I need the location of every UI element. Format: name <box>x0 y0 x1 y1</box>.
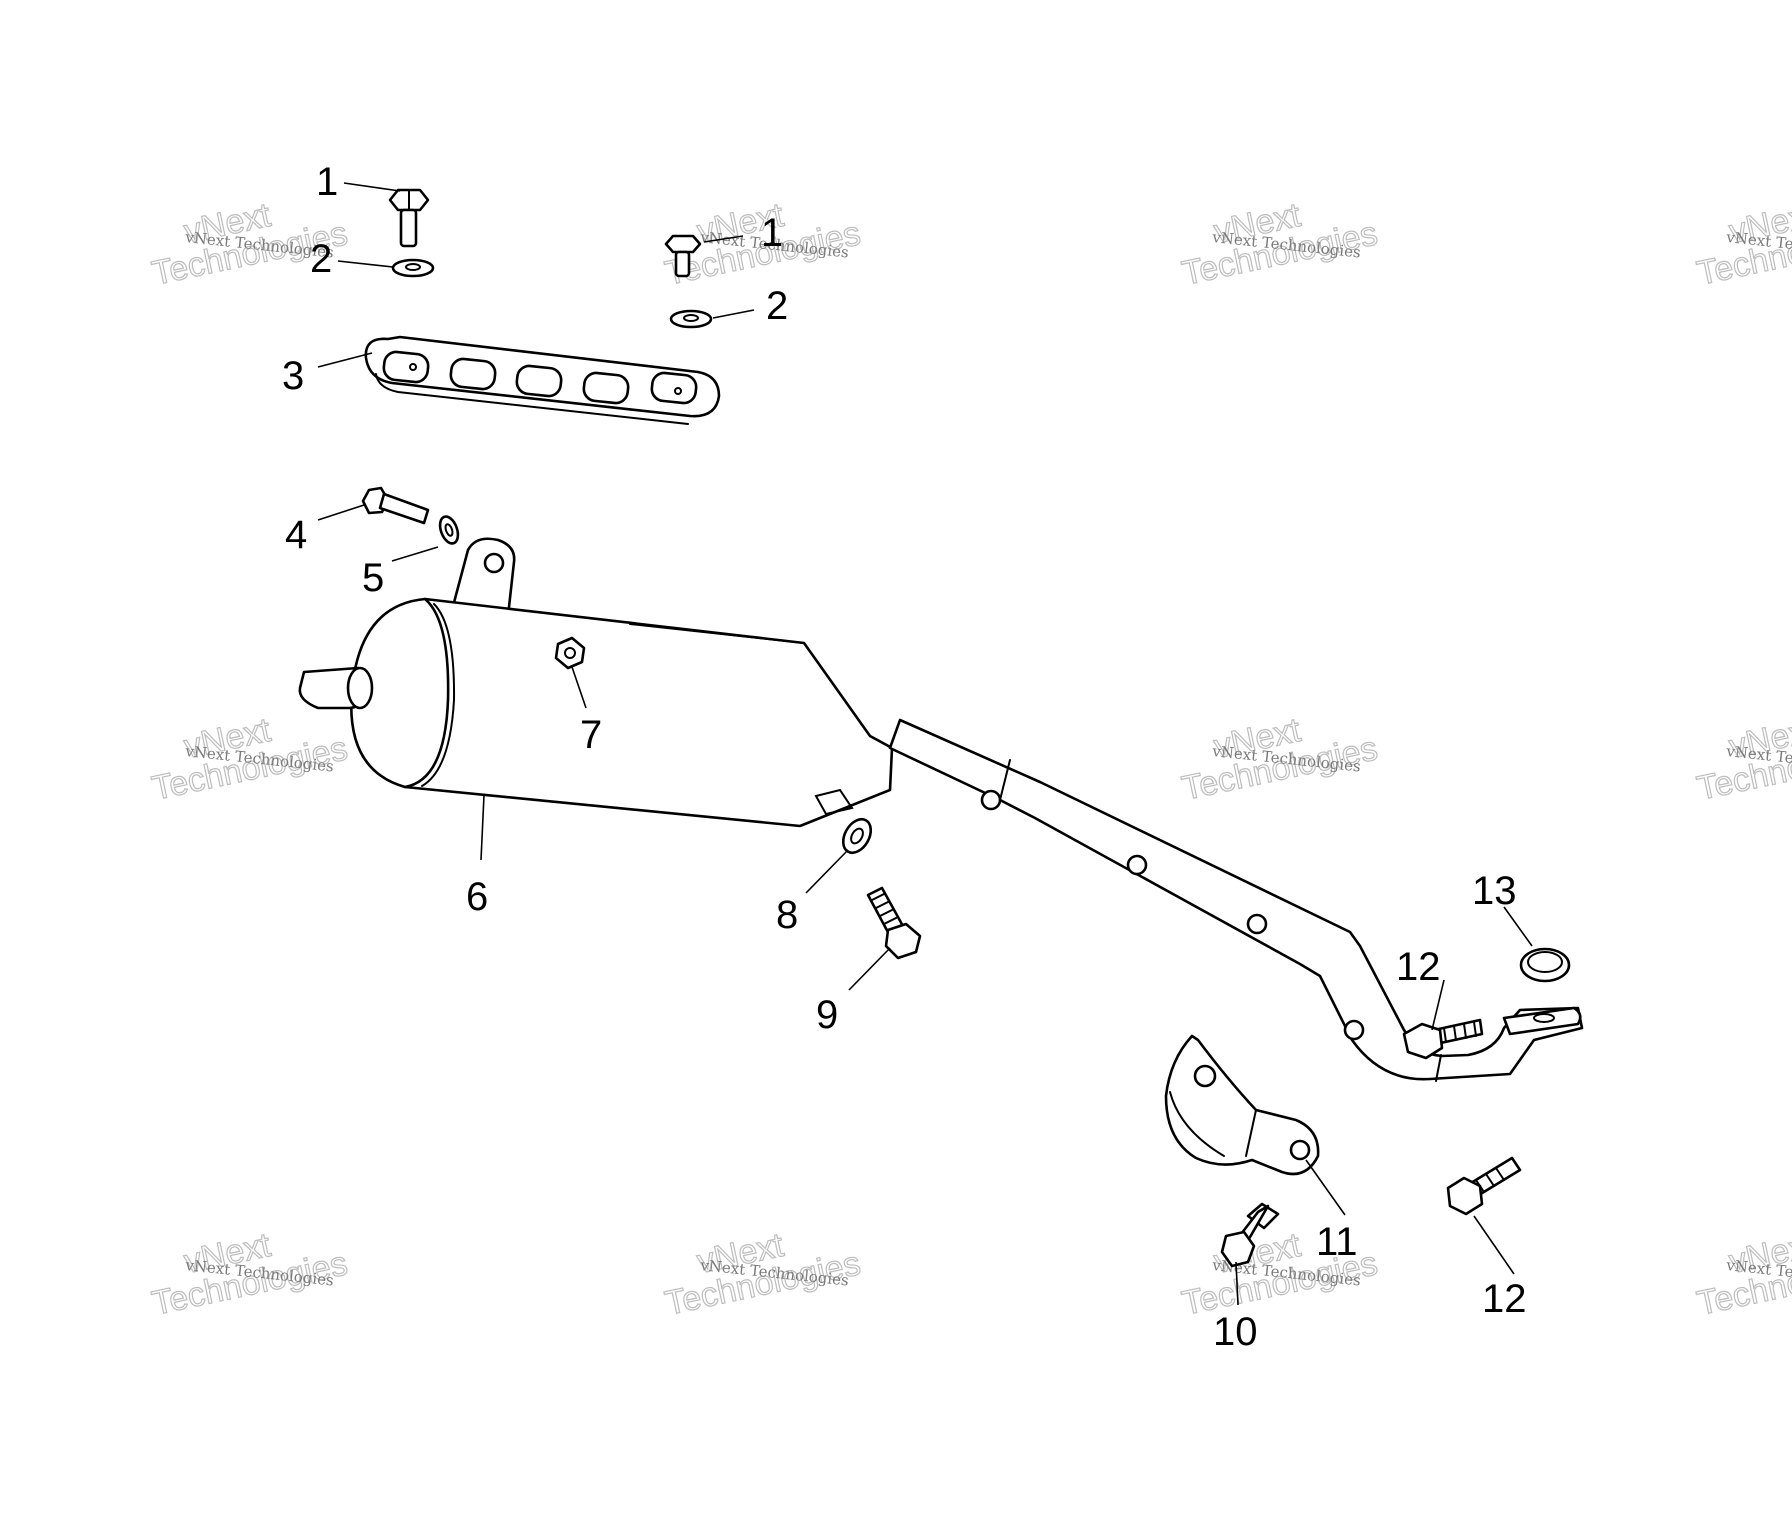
part-3-bracket <box>364 335 721 425</box>
callout-13: 13 <box>1472 869 1517 913</box>
part-12-bolt-lower <box>1446 1156 1522 1216</box>
callout-6: 6 <box>466 875 488 919</box>
part-10-bolt <box>1220 1202 1280 1268</box>
callout-7: 7 <box>580 713 602 757</box>
callout-9: 9 <box>816 993 838 1037</box>
header-pipe <box>888 718 1584 1082</box>
callout-12: 12 <box>1482 1277 1527 1321</box>
callout-2: 2 <box>766 284 788 328</box>
part-2-washer-right <box>669 309 713 329</box>
callout-labels: 1 1 2 2 3 4 5 6 7 8 9 10 11 12 12 13 <box>282 160 1527 1354</box>
part-6-muffler <box>298 537 894 828</box>
part-13-gasket-ring <box>1519 947 1571 983</box>
callout-4: 4 <box>285 513 307 557</box>
part-12-bolt-upper <box>1402 1018 1484 1060</box>
part-8-gasket <box>841 817 873 855</box>
part-1-bolt-right <box>664 234 702 278</box>
callout-8: 8 <box>776 893 798 937</box>
part-5-washer <box>438 515 460 545</box>
part-11-heat-shield <box>1164 1034 1320 1176</box>
callout-10: 10 <box>1213 1310 1258 1354</box>
callout-2: 2 <box>310 237 332 281</box>
part-7-nut <box>554 636 586 670</box>
callout-5: 5 <box>362 556 384 600</box>
leader-lines <box>317 182 1533 1306</box>
callout-12: 12 <box>1396 945 1441 989</box>
part-4-bolt <box>361 486 430 525</box>
part-9-bolt <box>866 886 922 960</box>
callout-3: 3 <box>282 354 304 398</box>
callout-1: 1 <box>761 211 783 255</box>
part-1-bolt-left <box>388 188 430 248</box>
part-2-washer-left <box>391 258 435 278</box>
callout-1: 1 <box>316 160 338 204</box>
callout-11: 11 <box>1316 1220 1358 1264</box>
